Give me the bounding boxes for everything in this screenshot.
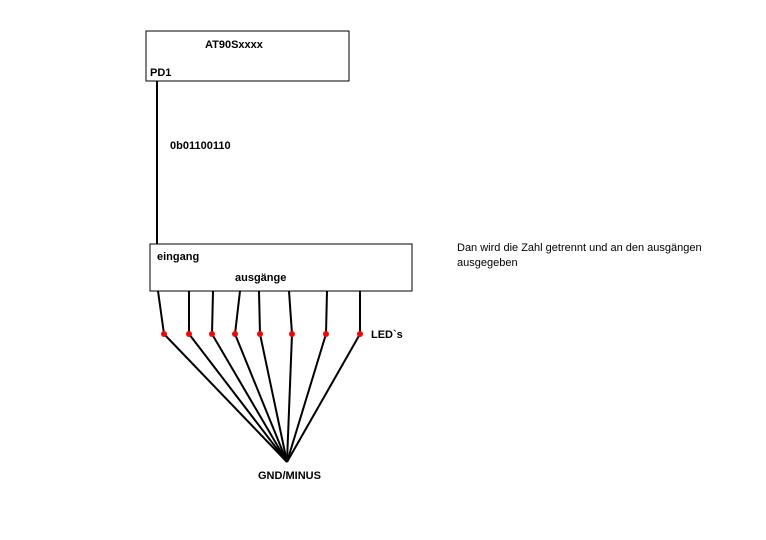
led-label: LED`s — [371, 329, 403, 341]
explanation-note: Dan wird die Zahl getrennt und an den au… — [457, 241, 757, 271]
led-3 — [209, 331, 215, 337]
register-box — [149, 243, 413, 292]
led-8 — [357, 331, 363, 337]
output-wire-3 — [211, 290, 214, 335]
output-wire-4 — [234, 290, 241, 335]
output-wires — [157, 290, 361, 335]
ground-wire-7 — [286, 333, 327, 463]
led-5 — [257, 331, 263, 337]
ground-wire-8 — [286, 333, 361, 463]
ground-wire-5 — [259, 333, 288, 463]
led-group — [161, 331, 363, 337]
note-line-2: ausgegeben — [457, 257, 518, 269]
ground-wire-1 — [163, 333, 288, 463]
microcontroller-box — [145, 30, 350, 82]
output-wire-1 — [157, 290, 165, 335]
signal-value: 0b01100110 — [170, 140, 231, 152]
ground-wires — [163, 333, 361, 463]
output-wire-5 — [258, 290, 261, 335]
led-6 — [289, 331, 295, 337]
ground-wire-4 — [234, 333, 288, 463]
led-1 — [161, 331, 167, 337]
output-wire-7 — [325, 290, 328, 335]
led-4 — [232, 331, 238, 337]
led-2 — [186, 331, 192, 337]
led-7 — [323, 331, 329, 337]
ground-wire-6 — [286, 333, 293, 463]
microcontroller-name: AT90Sxxxx — [205, 39, 263, 51]
ground-label: GND/MINUS — [258, 470, 321, 482]
output-wire-6 — [288, 290, 293, 335]
ground-wire-2 — [188, 333, 288, 463]
pin-label: PD1 — [150, 67, 172, 79]
output-label: ausgänge — [235, 272, 287, 284]
input-label: eingang — [157, 251, 200, 263]
ground-wire-3 — [211, 333, 288, 463]
note-line-1: Dan wird die Zahl getrennt und an den au… — [457, 242, 702, 254]
